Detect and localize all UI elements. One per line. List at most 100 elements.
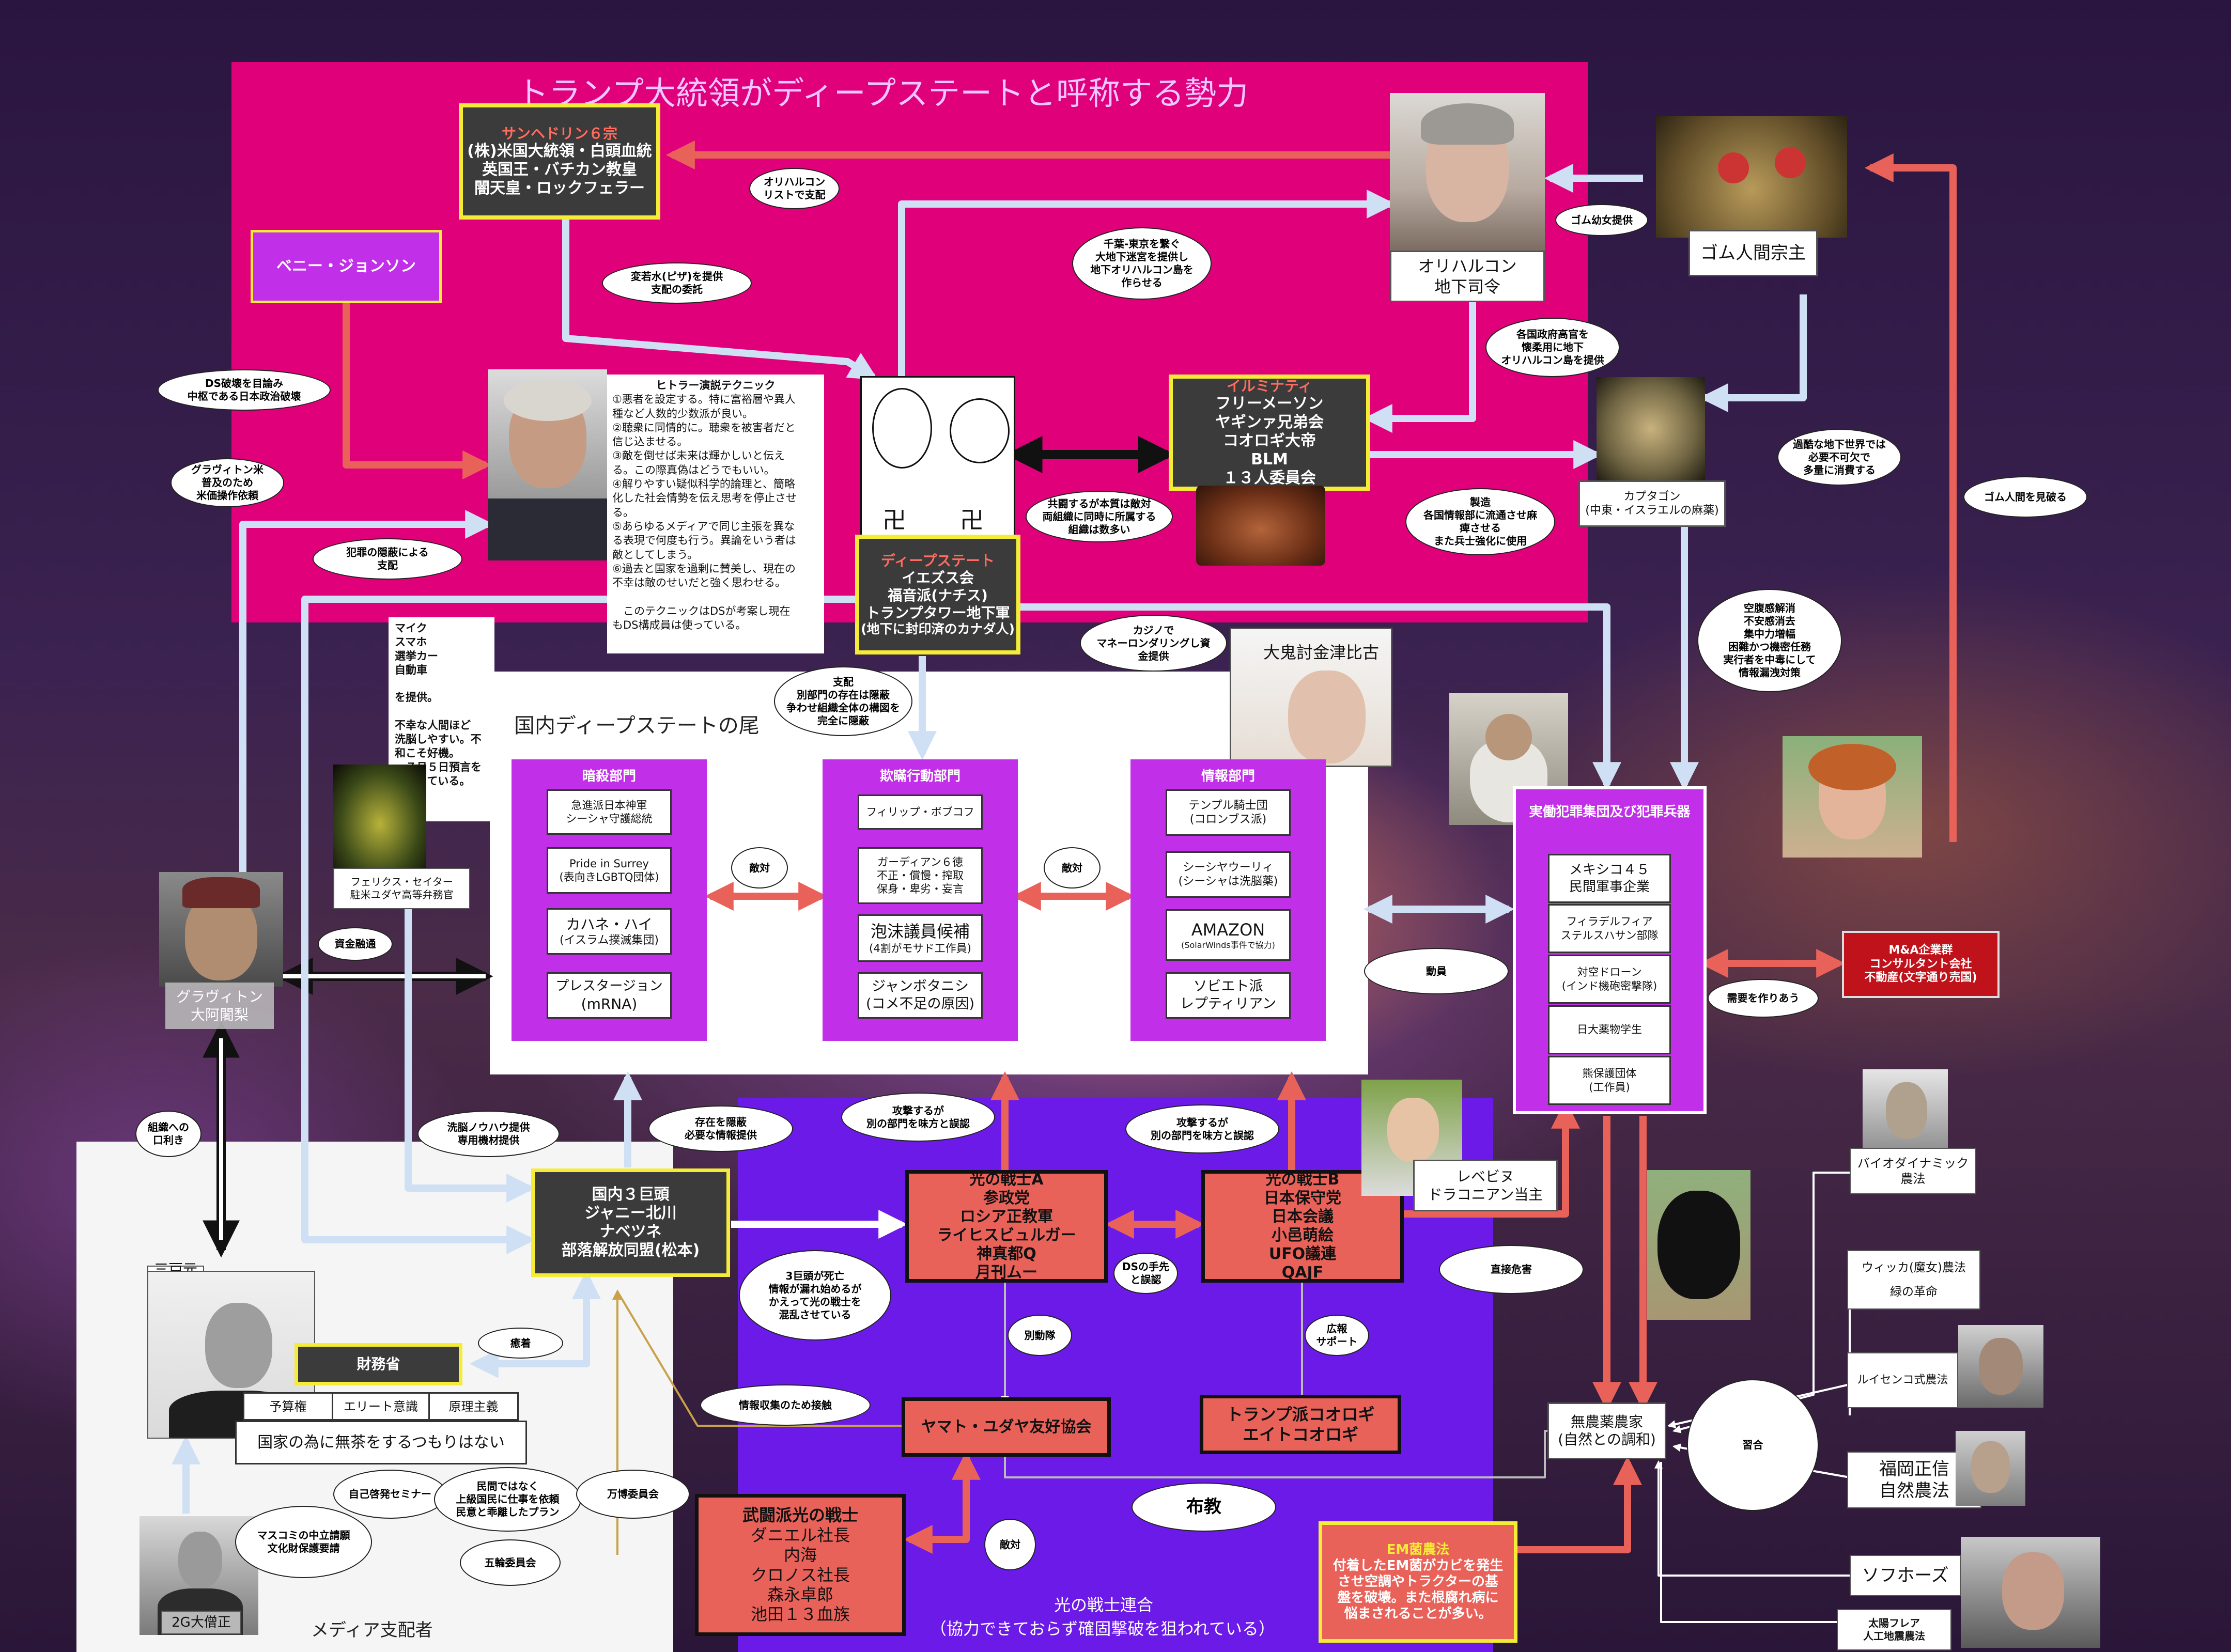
note-line: 不幸は敵のせいだと強く思わせる。 (612, 576, 786, 589)
wicca-caption: ウィッカ(魔女)農法 緑の革命 (1847, 1250, 1980, 1310)
bubble-line: 普及のため (202, 476, 253, 489)
zaimusho-box[interactable]: 財務省 (295, 1343, 462, 1385)
bubble-line: 布教 (1186, 1497, 1221, 1518)
illuminati-line: フリーメーソン (1215, 395, 1324, 413)
bubble-ds-destroy: DS破壊を目論み中枢である日本政治破壊 (158, 369, 331, 411)
criminal-item[interactable]: 熊保護団体 (工作員) (1548, 1056, 1671, 1105)
arrow-ds-criminal (1015, 603, 1621, 791)
bubble-pr-support: 広報サポート (1305, 1315, 1369, 1356)
sanhedrin-header: サンヘドリン６宗 (501, 124, 617, 142)
cell-line: (SolarWinds事件で協力) (1181, 940, 1275, 950)
bubble-casino: カジノでマネーロンダリングし資金提供 (1080, 615, 1227, 672)
criminal-item[interactable]: メキシコ４５ 民間軍事企業 (1548, 854, 1671, 903)
cell-line: (表向きLGBTQ団体) (559, 871, 659, 883)
bubble-mobilize: 動員 (1364, 948, 1509, 994)
arrow-ds-left-loop (301, 596, 868, 1254)
benny-label: ベニー・ジョンソン (276, 257, 416, 275)
bubble-direct-harm: 直接危害 (1439, 1245, 1584, 1294)
bubble-line: 金提供 (1138, 649, 1169, 662)
em-box[interactable]: EM菌農法 付着したEM菌がカビを発生 させ空調やトラクターの基 盤を破壊。また… (1319, 1521, 1517, 1643)
ma-box[interactable]: M&A企業群 コンサルタント会社 不動産(文字通り売国) (1842, 931, 2000, 998)
bubble-line: 別の部門を味方と誤認 (866, 1117, 970, 1130)
intel-item[interactable]: シーシヤウーリィ (シーシャは洗脳薬) (1166, 851, 1291, 898)
arrow-benny-koizumi (343, 300, 492, 479)
wicca-line: 緑の革命 (1890, 1285, 1938, 1299)
arrow-gravitton-koizumi (239, 510, 494, 873)
daisojo-caption: 2G大僧正 (161, 1611, 241, 1634)
orichalcon-caption: オリハルコン 地下司令 (1390, 251, 1545, 302)
cell-line: フィラデルフィア (1566, 915, 1653, 928)
bubble-line: 口利き (153, 1134, 184, 1146)
swastika-icon: 卍 (882, 506, 906, 534)
bubble-line: 両組織に同時に所属する (1042, 510, 1156, 523)
bubble-line: 千葉-東京を繋ぐ (1103, 238, 1181, 250)
note-line (395, 705, 488, 719)
cell-line: (4割がモサド工作員) (869, 942, 971, 955)
kaptagon-photo (1597, 377, 1705, 480)
bubble-line: 攻撃するが (1176, 1116, 1228, 1129)
criminal-item[interactable]: 対空ドローン (インド機砲密撃隊) (1548, 955, 1671, 1004)
intel-item[interactable]: ソビエト派 レプティリアン (1166, 972, 1291, 1019)
assassination-item[interactable]: Pride in Surrey (表向きLGBTQ団体) (547, 847, 672, 894)
illuminati-box[interactable]: イルミナティ フリーメーソン ヤギンァ兄弟会 コオロギ大帝 BLM １３人委員会 (1169, 375, 1370, 491)
bubble-support-branch: 支配別部門の存在は隠蔽争わせ組織全体の構図を完全に隠蔽 (774, 666, 912, 736)
deception-title: 欺瞞行動部門 (879, 769, 960, 784)
deception-item[interactable]: フィリップ・ボブコフ (858, 794, 983, 830)
criminal-item[interactable]: 日大薬物学生 (1548, 1005, 1671, 1054)
bubble-line: 情報収集のため接触 (739, 1398, 832, 1411)
revebine-photo (1361, 1080, 1462, 1196)
bubble-common-enemy: 共闘するが本質は敵対両組織に同時に所属する組織は数多い (1026, 491, 1173, 542)
intel-item[interactable]: テンプル騎士団 (コロンブス派) (1166, 789, 1291, 836)
arrow-devices-domestic3 (405, 816, 536, 1203)
intel-item[interactable]: AMAZON (SolarWinds事件で協力) (1166, 909, 1291, 961)
note-line: 敵としてしまう。 (612, 548, 699, 561)
sanhedrin-box[interactable]: サンヘドリン６宗 (株)米国大統領・白頭血統 英国王・バチカン教皇 闇天皇・ロッ… (459, 103, 660, 220)
deepstate-box[interactable]: ディープステート イエズス会 福音派(ナチス) トランプタワー地下軍 (地下に封… (855, 535, 1020, 654)
bubble-line: 多量に消費する (1803, 463, 1876, 476)
hat-icon (182, 877, 260, 908)
armed-warriors-box[interactable]: 武闘派光の戦士 ダニエル社長 内海 クロノス社長 森永卓郎 池田１３血族 (695, 1494, 906, 1636)
cell-line: カハネ・ハイ (566, 915, 653, 933)
warrior-a-line: 参政党 (983, 1189, 1030, 1207)
assassination-item[interactable]: プレスタージョン (mRNA) (547, 972, 672, 1019)
bubble-gov-officials: 各国政府高官を懐柔用に地下オリハルコン島を提供 (1485, 318, 1620, 377)
note-line: を提供。 (395, 691, 438, 704)
note-line: 種など人数的少数派が良い。 (612, 407, 753, 420)
benny-box[interactable]: ベニー・ジョンソン (251, 230, 442, 303)
note-line: る。この際真偽はどうでもいい。 (612, 463, 775, 476)
biodynamic-caption: バイオダイナミック 農法 (1850, 1148, 1976, 1194)
bubble-line: かえって光の戦士を (769, 1295, 861, 1308)
armed-line: 池田１３血族 (750, 1604, 850, 1625)
deception-item[interactable]: ジャンボタニシ (コメ不足の原因) (858, 972, 983, 1019)
em-line: 悩まされることが多い。 (1344, 1606, 1492, 1622)
bubble-line: 敵対 (1062, 861, 1082, 874)
face-icon (1886, 1082, 1927, 1139)
zaimusho-label: 財務省 (357, 1355, 400, 1373)
hitler-note-body: ①悪者を設定する。特に富裕層や異人種など人数的少数派が良い。②聴衆に同情的に。聴… (612, 393, 819, 632)
assassination-item[interactable]: 急進派日本神軍 シーシャ守護総統 (547, 789, 672, 835)
domestic3-box[interactable]: 国内３巨頭 ジャニー北川 ナベツネ 部落解放同盟(松本) (531, 1168, 730, 1277)
fukuoka-line: 自然農法 (1879, 1480, 1949, 1501)
note-line (395, 677, 488, 691)
deception-item[interactable]: ガーディアン６徳 不正・償慢・搾取 保身・卑劣・妄言 (858, 847, 983, 904)
cell-line: 保身・卑劣・妄言 (877, 883, 964, 896)
zaimu-motto: 国家の為に無茶をするつもりはない (235, 1421, 527, 1464)
gravitton-caption: グラヴィトン 大阿闍梨 (165, 983, 274, 1029)
yamato-box[interactable]: ヤマト・ユダヤ友好協会 (902, 1397, 1111, 1457)
trump-cricket-box[interactable]: トランプ派コオロギ エイトコオロギ (1200, 1395, 1401, 1454)
bubble-line: 敵対 (1000, 1538, 1020, 1551)
armed-line: クロノス社長 (750, 1565, 850, 1585)
criminal-item[interactable]: フィラデルフィア ステルスハサン部隊 (1548, 904, 1671, 953)
warrior-b-line: QAJF (1281, 1264, 1324, 1282)
warrior-a-box[interactable]: 光の戦士A 参政党 ロシア正教軍 ライヒスビュルガー 神真都Q 月刊ムー (905, 1170, 1108, 1283)
assassination-item[interactable]: カハネ・ハイ (イスラム撲滅集団) (547, 908, 672, 955)
hitler-technique-note: ヒトラー演説テクニック ①悪者を設定する。特に富裕層や異人種など人数的少数派が良… (607, 375, 824, 653)
deception-item[interactable]: 泡沫議員候補 (4割がモサド工作員) (858, 914, 983, 962)
gravitton-caption-line: 大阿闍梨 (190, 1006, 249, 1023)
bubble-line: 存在を隠蔽 (695, 1116, 747, 1128)
organic-farmer-box[interactable]: 無農薬農家 (自然との調和) (1547, 1402, 1666, 1459)
warrior-b-line: UFO議連 (1268, 1245, 1337, 1263)
revebine-caption-line: ドラコニアン当主 (1428, 1186, 1543, 1203)
note-line: ③敵を倒せば未来は輝かしいと伝え (612, 449, 785, 462)
cell-line: AMAZON (1191, 920, 1265, 940)
